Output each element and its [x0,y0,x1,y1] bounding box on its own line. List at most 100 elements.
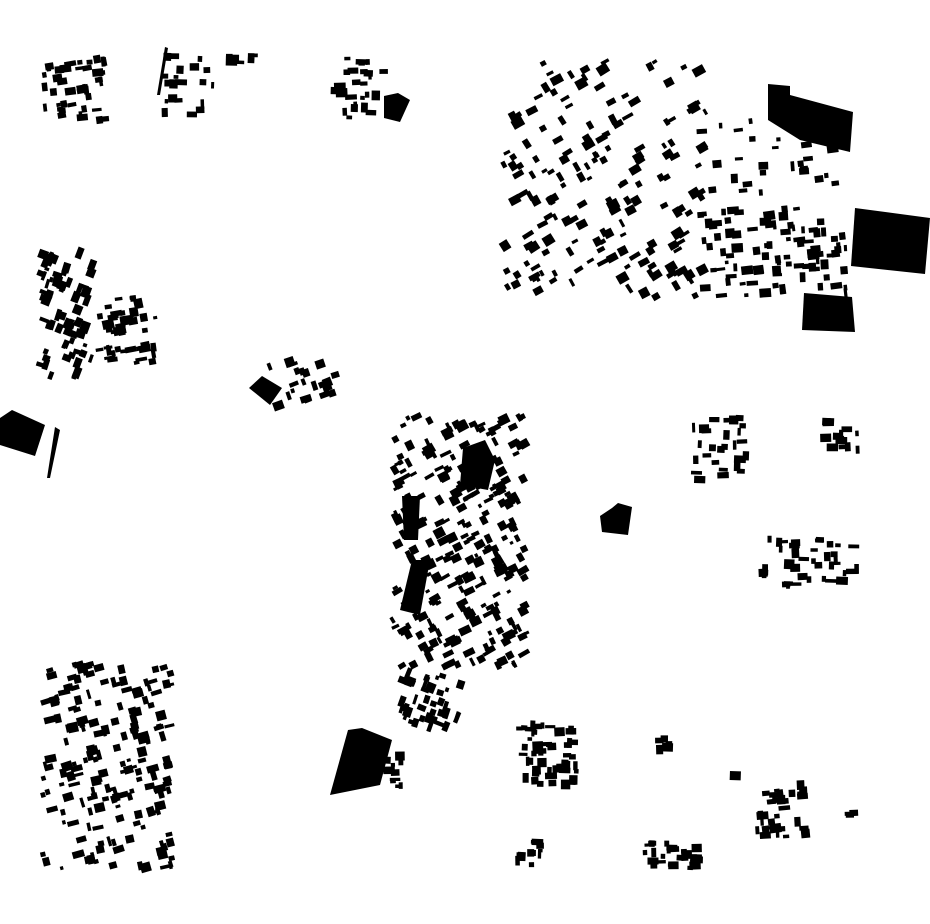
building [66,721,80,734]
building [114,345,122,353]
building [141,695,150,705]
building [565,246,575,257]
building [71,373,78,380]
building [66,673,78,682]
building [619,231,627,238]
building [57,310,67,321]
building [228,54,240,64]
building [571,238,579,245]
building [63,60,77,68]
building [767,535,772,543]
building [468,471,476,477]
building [95,115,104,125]
building [676,854,684,861]
building [301,367,311,378]
building [468,657,476,667]
building [41,856,51,867]
building [833,555,838,565]
building [200,99,205,110]
building [731,242,744,253]
building [823,274,830,281]
building [54,322,65,335]
building [426,571,432,577]
building [782,834,790,839]
building [115,814,125,823]
building [408,544,420,556]
building [186,111,198,118]
building [39,851,46,858]
building [155,709,167,722]
building [495,465,508,478]
building [586,257,595,264]
building [56,77,68,86]
building [531,776,539,785]
building [424,438,431,447]
building [398,472,411,482]
building [483,496,494,504]
building [576,199,588,210]
building [500,475,512,486]
building [432,526,447,540]
building [706,242,714,251]
building-cluster [397,667,466,733]
building [58,107,66,114]
building [451,541,464,553]
large-building [330,728,392,795]
building [841,426,853,433]
building [457,624,473,637]
building [531,750,537,757]
building [466,573,476,582]
building [796,780,805,790]
building [433,719,445,728]
building [288,380,299,388]
building [752,246,761,256]
building [423,675,431,683]
building [538,748,544,756]
building [396,452,405,461]
building [816,218,825,226]
building [436,636,443,644]
building [659,201,669,210]
building [708,224,718,230]
building [563,742,569,748]
building [849,809,859,817]
building [667,863,675,867]
building [52,270,63,279]
building [583,162,591,171]
building [199,78,207,86]
building [123,315,135,325]
building [138,730,150,741]
building [398,529,408,540]
building [752,264,765,275]
building [39,293,48,303]
building [810,548,818,552]
building [746,280,759,286]
building [605,251,619,264]
building [599,238,607,246]
building [585,120,595,131]
building [843,244,848,252]
building [83,85,90,95]
building [119,348,130,354]
building [605,97,617,107]
building [604,196,613,203]
building [75,282,84,295]
building [93,663,105,673]
building [473,538,486,551]
building [718,122,723,129]
building [695,141,709,155]
building [126,791,134,801]
building [405,622,412,630]
building [430,571,444,584]
building [592,236,603,248]
building [790,563,801,572]
building [391,434,400,444]
building [561,759,569,768]
building [127,706,138,715]
building [418,714,426,723]
building [447,580,459,589]
building [272,387,280,394]
building [814,175,824,184]
building [778,211,789,221]
building [693,854,698,864]
